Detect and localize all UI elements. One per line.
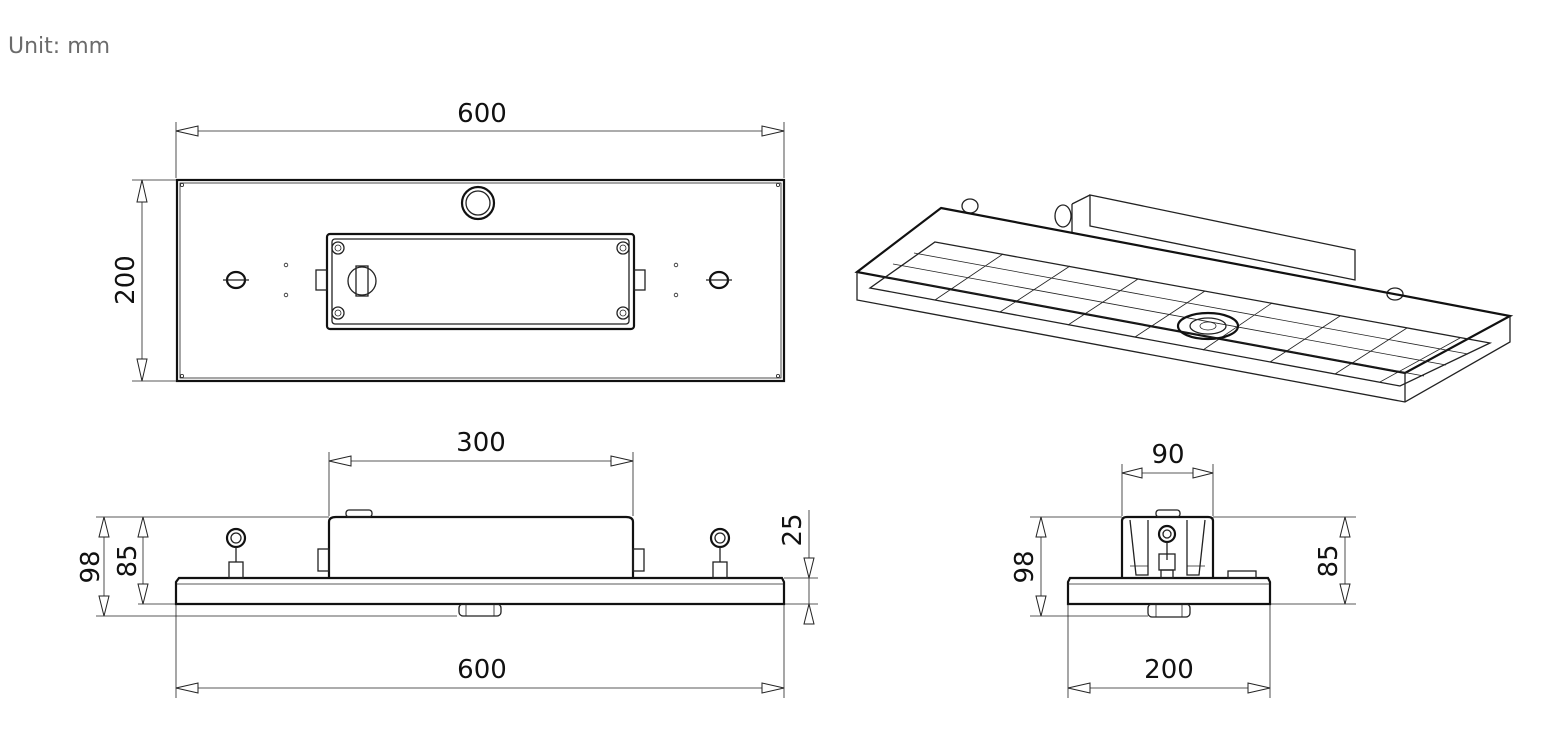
dim-top-height: 200 bbox=[111, 255, 141, 305]
dim-side-body-height: 85 bbox=[113, 544, 143, 577]
dim-side-total-height: 98 bbox=[76, 550, 106, 583]
isometric-view bbox=[854, 194, 1514, 403]
dim-side-box-height: 25 bbox=[778, 513, 808, 546]
dim-end-box-width: 90 bbox=[1151, 440, 1184, 470]
dim-bottom-width: 600 bbox=[457, 655, 507, 685]
dim-end-body-height: 85 bbox=[1314, 544, 1344, 577]
dim-end-width: 200 bbox=[1144, 655, 1194, 685]
dim-end-total-height: 98 bbox=[1010, 550, 1040, 583]
dim-box-width: 300 bbox=[456, 428, 506, 458]
dim-top-width: 600 bbox=[457, 99, 507, 129]
end-view: 90 98 85 bbox=[1010, 440, 1356, 698]
top-view: 600 200 bbox=[111, 99, 786, 383]
side-view: 300 98 85 25 bbox=[76, 428, 818, 698]
unit-label: Unit: mm bbox=[8, 34, 111, 59]
